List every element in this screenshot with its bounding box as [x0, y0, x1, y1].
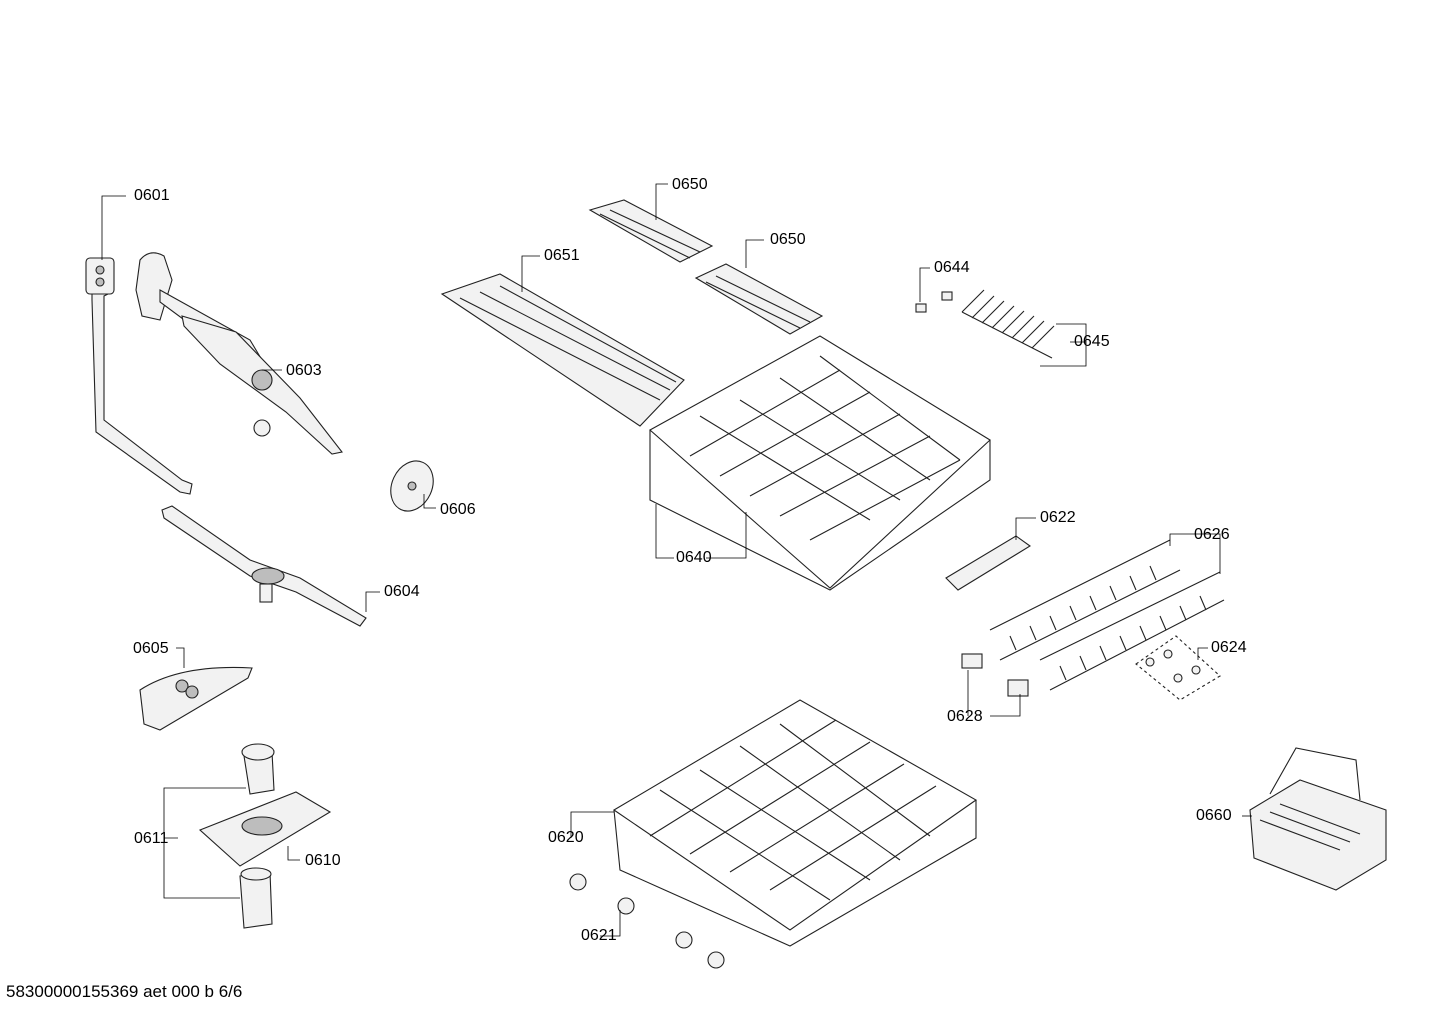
part-0628-brackets[interactable]	[961, 653, 1029, 697]
part-0650-fold-down-rack-a[interactable]	[588, 199, 714, 263]
label-0601: 0601	[134, 187, 170, 204]
leader-lines	[101, 183, 1252, 937]
label-0622: 0622	[1040, 509, 1076, 526]
label-0650-a: 0650	[672, 176, 708, 193]
label-0604: 0604	[384, 583, 420, 600]
label-0610: 0610	[305, 852, 341, 869]
label-0605: 0605	[133, 640, 169, 657]
part-0645-tine-row[interactable]	[961, 289, 1055, 359]
part-0624-hardware-set[interactable]	[1135, 635, 1221, 701]
part-0604-lower-spray-arm[interactable]	[161, 505, 367, 627]
label-0603: 0603	[286, 362, 322, 379]
label-0621: 0621	[581, 927, 617, 944]
label-0650-b: 0650	[770, 231, 806, 248]
part-0640-upper-basket[interactable]	[649, 335, 991, 591]
part-0660-cutlery-basket[interactable]	[1249, 747, 1387, 891]
label-0606: 0606	[440, 501, 476, 518]
label-0628: 0628	[947, 708, 983, 725]
part-0601-supply-pipe[interactable]	[85, 257, 193, 495]
part-0606-spray-cap[interactable]	[383, 454, 441, 518]
label-0626: 0626	[1194, 526, 1230, 543]
document-reference-footer: 58300000155369 aet 000 b 6/6	[6, 982, 243, 1001]
label-0660: 0660	[1196, 807, 1232, 824]
part-0622-handle[interactable]	[945, 535, 1031, 591]
label-0640: 0640	[676, 549, 712, 566]
part-0644-clips[interactable]	[915, 291, 953, 313]
part-0651-cutlery-tray[interactable]	[440, 273, 685, 427]
part-0620-lower-basket[interactable]	[612, 699, 978, 947]
label-0620: 0620	[548, 829, 584, 846]
part-0621-wheels[interactable]	[569, 873, 725, 969]
label-0645: 0645	[1074, 333, 1110, 350]
part-0650-fold-down-rack-b[interactable]	[694, 263, 824, 335]
part-0605-filter-segment[interactable]	[139, 666, 253, 731]
label-0611: 0611	[134, 830, 169, 847]
part-0603-upper-spray-arm[interactable]	[135, 252, 343, 455]
label-0624: 0624	[1211, 639, 1247, 656]
label-0644: 0644	[934, 259, 970, 276]
part-0610-0611-filter-assembly[interactable]	[198, 743, 332, 929]
part-0626-tine-rows[interactable]	[989, 539, 1225, 691]
label-0651: 0651	[544, 247, 580, 264]
